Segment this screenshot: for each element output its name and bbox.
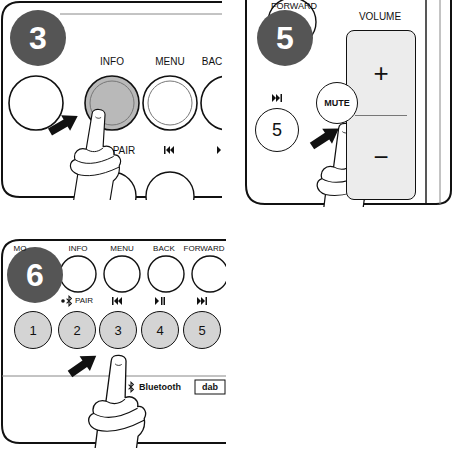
preset-button: 5 — [183, 311, 221, 349]
button-caption: MENU — [155, 57, 184, 67]
button-label: 5 — [198, 324, 205, 337]
button-caption: BAC — [202, 57, 223, 67]
volume-rocker: +− — [346, 30, 416, 200]
button-caption: INFO — [68, 245, 87, 253]
button-caption: dab — [202, 383, 218, 392]
button-caption: Bluetooth — [139, 383, 181, 392]
step-number: 5 — [257, 10, 313, 66]
preset-button: 5 — [255, 108, 299, 152]
button-caption: INFO — [100, 57, 124, 67]
step-number: 3 — [10, 10, 66, 66]
preset-button: 1 — [14, 311, 52, 349]
preset-button: 2 — [58, 311, 96, 349]
button-label: MUTE — [324, 99, 350, 108]
volume-sign: − — [373, 144, 388, 170]
mute-button: MUTE — [316, 82, 358, 124]
button-label: 4 — [156, 324, 163, 337]
preset-button: 4 — [141, 311, 179, 349]
button-caption: PAIR — [75, 297, 93, 305]
button-caption: BACK — [153, 245, 175, 253]
rocker-divider — [355, 115, 407, 116]
button-label: 3 — [114, 324, 121, 337]
button-caption: MO — [14, 245, 27, 253]
button-label: 3 — [29, 22, 47, 54]
button-label: 5 — [276, 22, 294, 54]
volume-sign: + — [373, 60, 388, 86]
button-label: 1 — [29, 324, 36, 337]
button-label: 2 — [73, 324, 80, 337]
preset-button: 3 — [99, 311, 137, 349]
button-label: 6 — [26, 259, 44, 291]
button-caption: VOLUME — [359, 12, 401, 22]
button-caption: MENU — [110, 245, 134, 253]
button-label: 5 — [272, 121, 282, 139]
button-caption: PAIR — [113, 146, 136, 156]
step-number: 6 — [7, 247, 63, 303]
button-caption: FORWARD — [184, 245, 225, 253]
button-caption: FORWARD — [271, 2, 317, 11]
